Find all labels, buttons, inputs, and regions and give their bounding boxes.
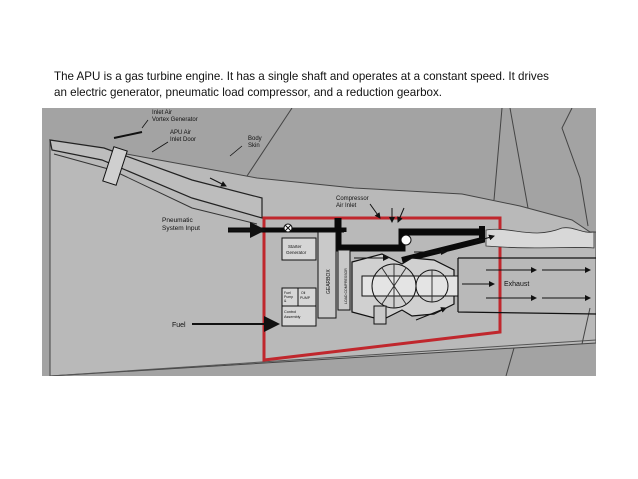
fire-enclosure [262,216,502,362]
label-compressor-air-inlet-2: Air Inlet [336,203,357,209]
label-exhaust: Exhaust [504,281,529,288]
label-body-skin-1: Body [248,136,262,142]
load-compressor-housing [337,249,351,311]
airflow-arrows [209,177,495,321]
label-fuel-pump-2: Pump [284,295,293,299]
label-compressor-air-inlet-1: Compressor [336,196,369,202]
compressor-inlet-duct [334,218,482,252]
label-pneumatic-system-input-1: Pneumatic [162,217,193,224]
turbine-engine [351,253,459,325]
label-load-compressor: LOAD COMPRESSOR [344,268,348,304]
fuel-control-divider [282,288,316,307]
label-fuel-pump-3: & [284,299,287,303]
label-fuel-pump-1: Fuel [284,291,291,295]
exhaust-flow-arrows [462,267,591,301]
label-apu-air-inlet-door-2: Inlet Door [170,137,196,143]
label-body-skin-2: Skin [248,143,260,149]
label-starter-generator-2: Generator [286,250,307,255]
label-control-assembly-2: Assembly [284,315,301,319]
inlet-duct-lower [53,153,258,225]
label-inlet-air-vortex-1: Inlet Air [152,110,172,116]
label-fuel: Fuel [172,322,186,329]
inlet-duct [49,139,263,219]
starter-generator-box [281,237,317,261]
caption: The APU is a gas turbine engine. It has … [54,69,614,101]
tail-structure [246,108,589,227]
apu-diagram: Inlet Air Vortex Generator APU Air Inlet… [42,108,596,376]
caption-line-2: an electric generator, pneumatic load co… [54,86,442,99]
caption-line-1: The APU is a gas turbine engine. It has … [54,70,549,83]
apu-air-inlet-door [102,146,128,186]
pneumatic-duct [228,227,347,233]
leader-lines [141,119,243,157]
exhaust-duct [457,257,596,315]
exhaust-cover-plume [485,227,595,249]
label-pneumatic-system-input-2: System Input [162,225,200,232]
label-apu-air-inlet-door-1: APU Air [170,130,191,136]
label-control-assembly-1: Control [284,310,296,314]
gearbox-housing [317,231,337,319]
label-oil-pump-2: PUMP [300,296,311,300]
inlet-guide-valve [400,234,412,246]
label-starter-generator-1: Starter [288,244,302,249]
nacelle-lower-edge [49,339,596,376]
label-gearbox: GEARBOX [326,269,332,294]
vortex-generator [113,131,143,139]
fuel-control-box [281,287,317,327]
label-inlet-air-vortex-2: Vortex Generator [152,117,198,123]
label-oil-pump-1: Oil [301,291,306,295]
